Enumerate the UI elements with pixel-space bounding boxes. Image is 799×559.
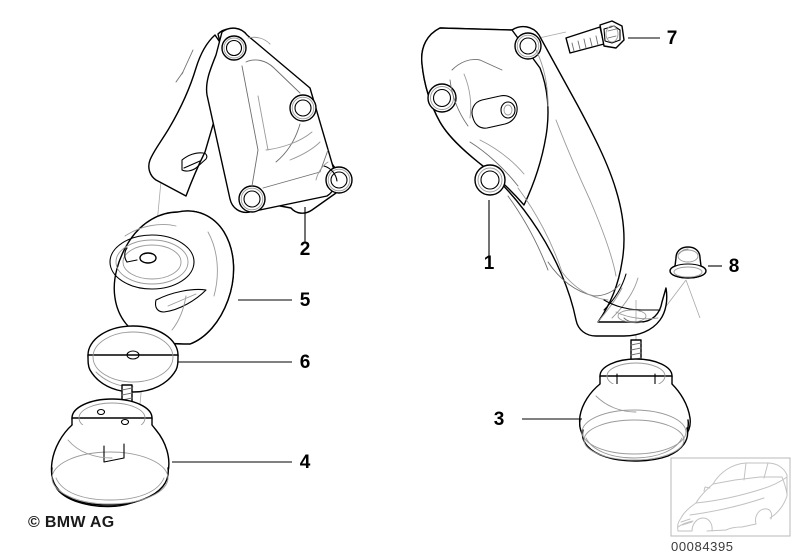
car-silhouette-icon bbox=[677, 462, 788, 532]
part-6-washer-disc bbox=[87, 325, 179, 393]
callout-8-number: 8 bbox=[729, 256, 740, 277]
part-1-engine-support-arm-right bbox=[421, 25, 668, 337]
part-2-engine-support-bracket-left bbox=[148, 27, 353, 214]
part-7-hex-head-bolt bbox=[565, 20, 625, 54]
callout-7-number: 7 bbox=[667, 28, 678, 49]
part-3-engine-mount-right bbox=[578, 339, 691, 462]
part-8-cap-nut bbox=[669, 246, 707, 279]
part-4-engine-mount-left bbox=[50, 384, 170, 508]
callout-1-number: 1 bbox=[484, 253, 495, 274]
diagram-id: 00084395 bbox=[671, 539, 734, 554]
copyright-notice: © BMW AG bbox=[28, 514, 114, 531]
callout-5-number: 5 bbox=[300, 290, 311, 311]
callout-4-number: 4 bbox=[300, 452, 311, 473]
callout-2-number: 2 bbox=[300, 239, 311, 260]
vehicle-thumbnail bbox=[670, 457, 791, 537]
part-5-heat-shield-cover bbox=[109, 210, 235, 345]
callout-6-number: 6 bbox=[300, 352, 311, 373]
callout-3-number: 3 bbox=[494, 409, 505, 430]
